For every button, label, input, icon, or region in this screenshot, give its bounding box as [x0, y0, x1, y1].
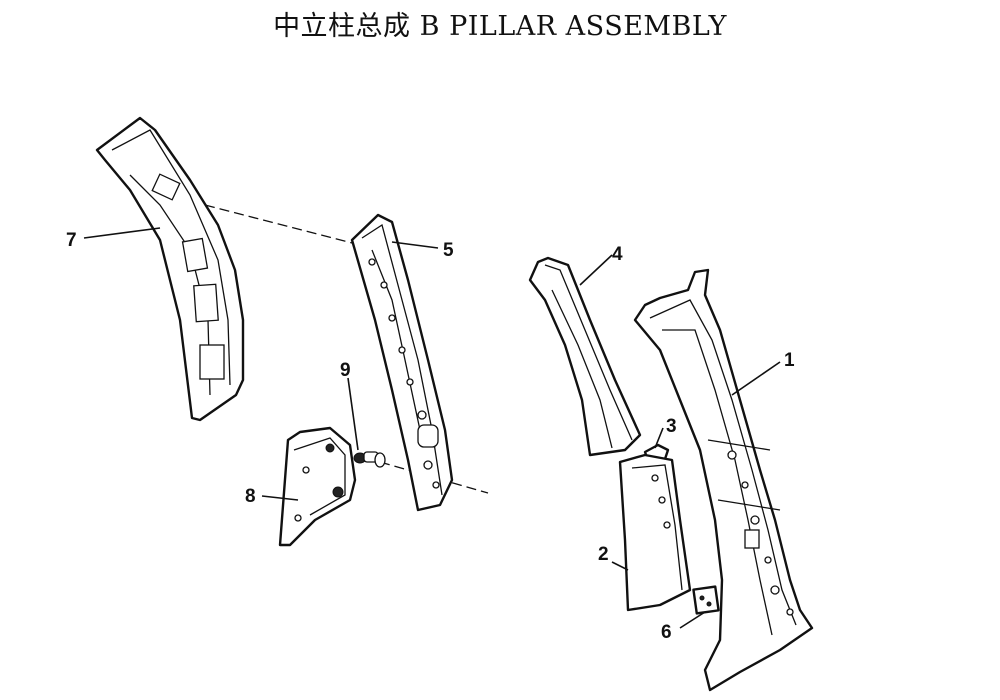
- leader-2: [611, 561, 629, 571]
- leader-9: [347, 377, 359, 451]
- part-4-b-pillar-upper-outer: [528, 256, 642, 457]
- part-8-b-pillar-lower-trim: [278, 426, 357, 547]
- leader-7: [83, 227, 161, 239]
- part-6-plate: [692, 585, 720, 615]
- leader-6: [679, 611, 706, 629]
- alignment-line-7-5: [204, 204, 361, 246]
- leader-1: [731, 361, 781, 396]
- part-2-b-pillar-lower-outer: [618, 453, 692, 612]
- callout-1: 1: [784, 350, 795, 371]
- callout-3: 3: [666, 416, 677, 437]
- diagram-title: 中立柱总成 B PILLAR ASSEMBLY: [273, 11, 727, 42]
- part-9-clip: [353, 451, 386, 468]
- leader-5: [391, 241, 439, 249]
- callout-9: 9: [340, 360, 351, 381]
- callout-7: 7: [66, 230, 77, 251]
- leader-3: [654, 427, 664, 449]
- callout-4: 4: [612, 244, 623, 265]
- part-1-b-pillar-main: [633, 268, 814, 692]
- leader-4: [579, 254, 613, 286]
- callout-5: 5: [443, 240, 454, 261]
- callout-2: 2: [598, 544, 609, 565]
- callout-6: 6: [661, 622, 672, 643]
- part-7-b-pillar-upper-trim: [95, 116, 245, 422]
- leader-8: [261, 495, 299, 501]
- alignment-line-9-5: [379, 461, 489, 494]
- callout-8: 8: [245, 486, 256, 507]
- part-5-b-pillar-reinforcement: [350, 213, 454, 512]
